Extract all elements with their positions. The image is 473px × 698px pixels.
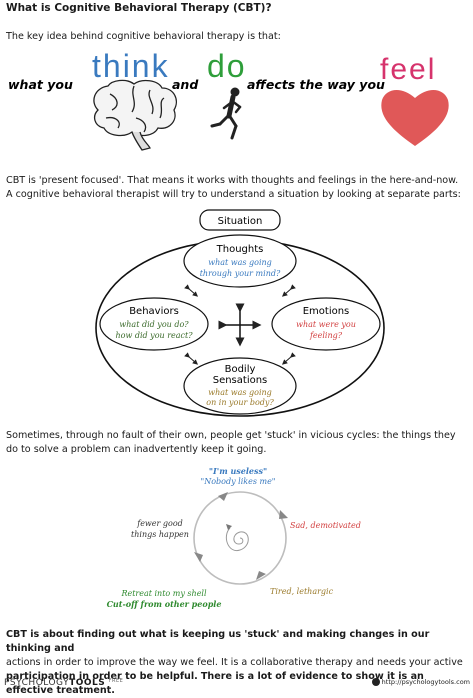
spiral-icon — [225, 524, 249, 552]
tagline-part3: affects the way you — [247, 77, 385, 92]
situation-label: Situation — [218, 216, 263, 227]
cycle-bottom-left-line2: Cut-off from other people — [107, 599, 222, 609]
bodily-sensations-ellipse — [183, 357, 297, 415]
cycle-bottom-right: Tired, lethargic — [270, 587, 334, 596]
behaviors-question-line2: how did you react? — [115, 331, 193, 340]
paragraph3-line2: actions in order to improve the way we f… — [6, 657, 463, 668]
brain-icon — [93, 79, 177, 151]
bodily-question-line2: on in your body? — [206, 398, 274, 407]
behaviors-ellipse — [99, 297, 209, 351]
intro-text: The key idea behind cognitive behavioral… — [6, 31, 281, 42]
diagonal-arrows — [184, 284, 296, 365]
emotions-question-line2: feeling? — [309, 331, 343, 340]
footer-link[interactable]: http://psychologytools.com — [371, 678, 470, 686]
thoughts-question-line2: through your mind? — [200, 269, 281, 278]
brand-logo: PSYCHOLOGYTOOLS FREE — [4, 678, 124, 688]
four-way-arrow-icon — [218, 303, 262, 347]
cycle-circle — [193, 491, 287, 585]
bodily-question-line1: what was going — [208, 388, 272, 397]
vicious-cycle-diagram: "I'm useless" "Nobody likes me" Sad, dem… — [107, 466, 361, 609]
cycle-bottom-left-line1: Retreat into my shell — [120, 589, 207, 598]
bodily-label-line1: Bodily — [225, 364, 256, 375]
tagline-part2: and — [172, 77, 199, 92]
tagline-part1: what you — [8, 77, 73, 92]
paragraph1-line2: A cognitive behavioral therapist will tr… — [6, 189, 461, 200]
situation-box — [199, 209, 281, 231]
cycle-arrowheads — [194, 492, 288, 580]
tagline-banner: what you think and do affects the way yo… — [8, 52, 449, 151]
footer: PSYCHOLOGYTOOLS FREE http://psychologyto… — [4, 676, 470, 692]
paragraph2-line1: Sometimes, through no fault of their own… — [6, 430, 456, 441]
emotions-label: Emotions — [303, 306, 350, 317]
emotions-question-line1: what were you — [296, 320, 356, 329]
tagline-word-feel: feel — [380, 53, 436, 86]
five-part-model-diagram: Situation Thoughts what was going throug… — [95, 209, 385, 417]
cycle-right: Sad, demotivated — [290, 521, 361, 530]
behaviors-question-line1: what did you do? — [119, 320, 189, 329]
cycle-top-line1: "I'm useless" — [209, 466, 267, 476]
runner-icon — [210, 87, 242, 140]
paragraph2-line2: do to solve a problem can inadvertently … — [6, 444, 267, 455]
paragraph3-line3: participation in order to be helpful. Th… — [6, 671, 424, 696]
tagline-word-think: think — [92, 52, 170, 84]
globe-icon — [371, 678, 380, 686]
tagline-word-do: do — [207, 52, 247, 84]
cycle-left-line1: fewer good — [136, 519, 183, 528]
paragraph-present-focused: CBT is 'present focused'. That means it … — [6, 174, 471, 202]
emotions-ellipse — [271, 297, 381, 351]
thoughts-question-line1: what was going — [208, 258, 272, 267]
page-title: What is Cognitive Behavioral Therapy (CB… — [6, 2, 272, 14]
paragraph-vicious-cycles: Sometimes, through no fault of their own… — [6, 429, 471, 457]
thoughts-ellipse — [183, 234, 297, 288]
paragraph-cbt-summary: CBT is about finding out what is keeping… — [6, 628, 471, 698]
thoughts-label: Thoughts — [216, 244, 264, 255]
bodily-label-line2: Sensations — [213, 375, 268, 386]
heart-icon — [381, 89, 449, 146]
paragraph1-line1: CBT is 'present focused'. That means it … — [6, 175, 459, 186]
paragraph3-line1: CBT is about finding out what is keeping… — [6, 629, 430, 654]
behaviors-label: Behaviors — [129, 306, 179, 317]
cycle-left-line2: things happen — [131, 530, 189, 539]
cycle-top-line2: "Nobody likes me" — [201, 477, 276, 486]
